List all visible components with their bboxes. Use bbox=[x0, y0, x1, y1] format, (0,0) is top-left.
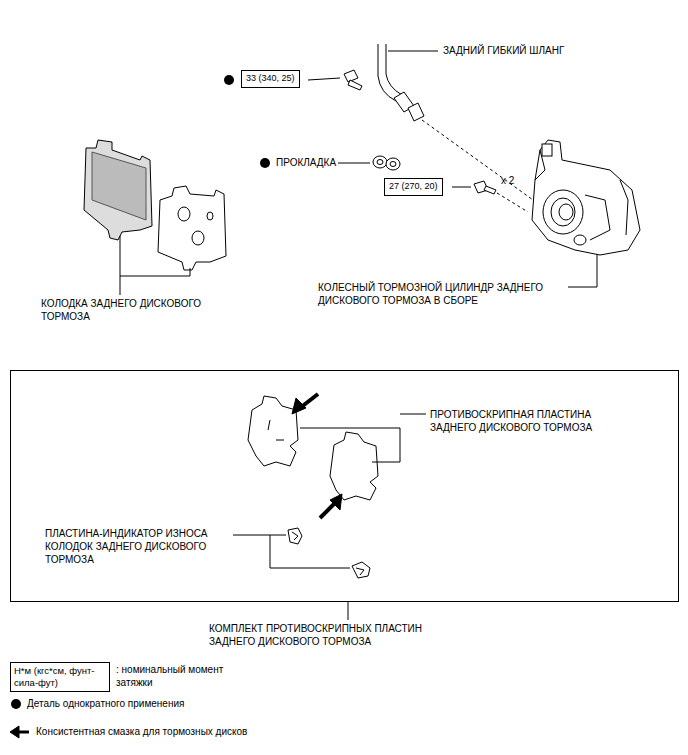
torque-box: 27 (270, 20) bbox=[384, 178, 443, 196]
part-label: ПРОТИВОСКРИПНАЯ ПЛАСТИНА ЗАДНЕГО ДИСКОВО… bbox=[430, 408, 630, 434]
part-label: КОЛЕСНЫЙ ТОРМОЗНОЙ ЦИЛИНДР ЗАДНЕГО ДИСКО… bbox=[318, 281, 566, 307]
legend-text: Консистентная смазка для тормозных диско… bbox=[36, 725, 356, 738]
kit-frame: КОМПЛЕКТ ПРОТИВОСКРИПНЫХ ПЛАСТИН ЗАДНЕГО… bbox=[10, 370, 679, 602]
quantity-label: x 2 bbox=[501, 174, 531, 187]
part-label: ПЛАСТИНА-ИНДИКАТОР ИЗНОСА КОЛОДОК ЗАДНЕГ… bbox=[45, 527, 233, 566]
legend-text: Деталь однократного применения bbox=[27, 697, 327, 710]
node-text: 27 (270, 20) bbox=[389, 181, 438, 191]
part-label: КОЛОДКА ЗАДНЕГО ДИСКОВОГО ТОРМОЗА bbox=[41, 297, 231, 323]
part-label: ПРОКЛАДКА bbox=[276, 156, 346, 169]
kit-title: КОМПЛЕКТ ПРОТИВОСКРИПНЫХ ПЛАСТИН ЗАДНЕГО… bbox=[209, 622, 459, 648]
legend-torque-box: Н*м (кгс*см, фунт-сила-фут) bbox=[10, 662, 110, 692]
torque-box: 33 (340, 25) bbox=[241, 70, 300, 88]
legend-text: : номинальный момент затяжки bbox=[116, 663, 226, 689]
node-text: 33 (340, 25) bbox=[246, 73, 295, 83]
part-label: ЗАДНИЙ ГИБКИЙ ШЛАНГ bbox=[443, 44, 643, 57]
node-text: Н*м (кгс*см, фунт-сила-фут) bbox=[14, 665, 95, 688]
